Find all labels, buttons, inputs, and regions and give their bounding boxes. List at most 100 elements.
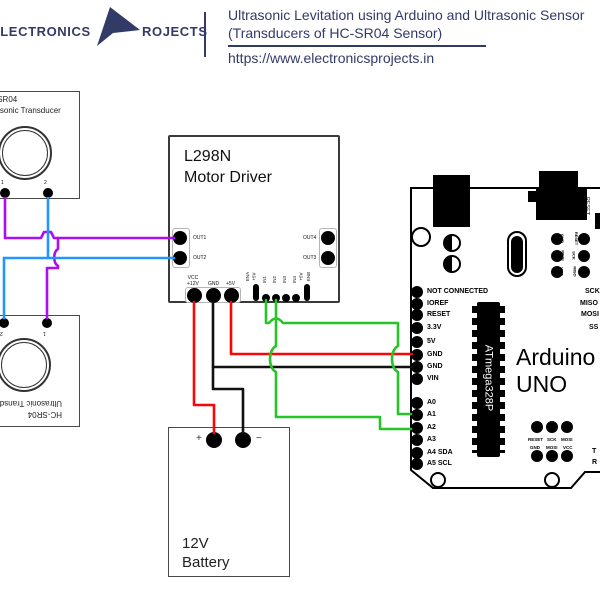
icsp-top-label: GND bbox=[559, 234, 565, 243]
icsp-bottom-label: SCK bbox=[547, 437, 557, 442]
icsp-top-pin bbox=[551, 233, 563, 245]
capacitor-1 bbox=[443, 234, 461, 252]
l298n-title: L298N Motor Driver bbox=[184, 148, 273, 186]
arduino-pin-label: A5 SCL bbox=[427, 460, 452, 467]
title-underline bbox=[228, 45, 486, 47]
usb-connector bbox=[433, 175, 470, 227]
l298n-out4-pin bbox=[321, 231, 335, 245]
arduino-right-label-ss: SS bbox=[589, 324, 599, 331]
l298n-in2-pin bbox=[272, 294, 280, 302]
l298n-out4-label: OUT4 bbox=[303, 235, 317, 241]
arduino-pin-label: A0 bbox=[427, 399, 436, 406]
reset-button bbox=[595, 213, 600, 229]
icsp-bottom-label: VCC bbox=[563, 445, 573, 450]
arduino-pin-label: A3 bbox=[427, 436, 436, 443]
brand-logo-icon bbox=[97, 7, 206, 57]
icsp-top-pin bbox=[551, 266, 563, 278]
arduino-pin-label: RESET bbox=[427, 311, 451, 318]
battery-minus-label: − bbox=[256, 433, 262, 444]
icsp-top-pin bbox=[578, 266, 590, 278]
arduino-rx-label: R bbox=[592, 459, 598, 466]
arduino-pin-label: NOT CONNECTED bbox=[427, 288, 489, 295]
icsp-top-pin bbox=[551, 250, 563, 262]
arduino-pin bbox=[411, 298, 423, 310]
l298n-out1-label: OUT1 bbox=[193, 235, 207, 241]
arduino-pin bbox=[411, 397, 423, 409]
arduino-pin bbox=[411, 434, 423, 446]
icsp-bottom-pin bbox=[561, 450, 573, 462]
l298n-out2-pin bbox=[173, 251, 187, 265]
brand-text-projects: ROJECTS bbox=[142, 24, 208, 39]
power-jack-tab bbox=[528, 191, 536, 202]
arduino-right-label-miso: MISO bbox=[580, 300, 598, 307]
page-title-line1: Ultrasonic Levitation using Arduino and … bbox=[228, 7, 585, 23]
icsp-bottom-label: MOSI bbox=[561, 437, 573, 442]
l298n-out3-pin bbox=[321, 251, 335, 265]
arduino-right-label-sck: SCK bbox=[585, 288, 600, 295]
crystal-oscillator bbox=[507, 231, 527, 277]
l298n-out3-label: OUT3 bbox=[303, 255, 317, 261]
icsp-bottom-pin bbox=[561, 421, 573, 433]
arduino-pin-label: VIN bbox=[427, 375, 439, 382]
atmega-chip bbox=[477, 302, 500, 457]
arduino-pin-label: GND bbox=[427, 351, 443, 358]
atmega-chip-label: ATmega328P bbox=[482, 344, 495, 412]
transducer-bottom-disc-inner bbox=[1, 342, 47, 388]
arduino-pin-label: IOREF bbox=[427, 300, 449, 307]
l298n-5v-pin bbox=[224, 288, 239, 303]
arduino-pin-label: 3.3V bbox=[427, 324, 442, 331]
transducer-bottom-pin2 bbox=[0, 318, 9, 328]
transducer-top-disc bbox=[0, 126, 52, 180]
transducer-top-disc-inner bbox=[2, 130, 48, 176]
arduino-pin bbox=[411, 422, 423, 434]
capacitor-2 bbox=[443, 255, 461, 273]
arduino-pin bbox=[411, 349, 423, 361]
transducer-bottom-pin1 bbox=[42, 318, 52, 328]
arduino-pin bbox=[411, 336, 423, 348]
icsp-top-label: MISO bbox=[572, 266, 578, 277]
atmega-chip-pins-right bbox=[499, 306, 505, 453]
arduino-pin bbox=[411, 309, 423, 321]
transducer-top-pin2-label: 2 bbox=[44, 180, 47, 186]
icsp-top-label: RESET bbox=[574, 231, 580, 246]
l298n-gnd-label: GND bbox=[208, 281, 220, 287]
arduino-pin bbox=[411, 286, 423, 298]
power-jack-body bbox=[536, 188, 587, 220]
battery-minus-terminal bbox=[235, 432, 251, 448]
l298n-out2-label: OUT2 bbox=[193, 255, 207, 261]
transducer-top-pin2 bbox=[43, 188, 53, 198]
arduino-pin bbox=[411, 409, 423, 421]
battery-label: 12V Battery bbox=[182, 535, 230, 571]
brand-text-electronics: ELECTRONICS bbox=[0, 24, 91, 39]
icsp-bottom-label: GND bbox=[530, 445, 540, 450]
l298n-5v-label: +5V bbox=[226, 281, 236, 287]
icsp-bottom-label: MOSI bbox=[546, 445, 558, 450]
arduino-pin-label: A2 bbox=[427, 424, 436, 431]
icsp-top-label: MOSI bbox=[560, 250, 566, 261]
icsp-top-pin bbox=[578, 250, 590, 262]
l298n-in1-pin bbox=[262, 294, 270, 302]
transducer-bottom-disc bbox=[0, 338, 51, 392]
icsp-bottom-pin bbox=[546, 450, 558, 462]
l298n-enb-pin bbox=[304, 284, 310, 301]
l298n-vcc-pin bbox=[187, 288, 202, 303]
icsp-bottom-pin bbox=[531, 421, 543, 433]
l298n-out1-pin bbox=[173, 231, 187, 245]
arduino-pin bbox=[411, 447, 423, 459]
icsp-bottom-pin bbox=[546, 421, 558, 433]
arduino-right-label-mosi: MOSI bbox=[581, 311, 599, 318]
battery-plus-label: + bbox=[196, 433, 202, 444]
icsp-top-label: SCK bbox=[571, 251, 577, 260]
l298n-in3-pin bbox=[282, 294, 290, 302]
arduino-pin-label: 5V bbox=[427, 338, 436, 345]
atmega-chip-pins-left bbox=[472, 306, 478, 453]
icsp-top-label: VCC bbox=[559, 267, 565, 276]
arduino-pin bbox=[411, 373, 423, 385]
power-jack bbox=[539, 171, 578, 189]
arduino-pin-label: A1 bbox=[427, 411, 436, 418]
arduino-pin-label: GND bbox=[427, 363, 443, 370]
transducer-top-pin1-label: 1 bbox=[1, 180, 4, 186]
l298n-ena-pin bbox=[253, 284, 259, 301]
arduino-pin bbox=[411, 458, 423, 470]
